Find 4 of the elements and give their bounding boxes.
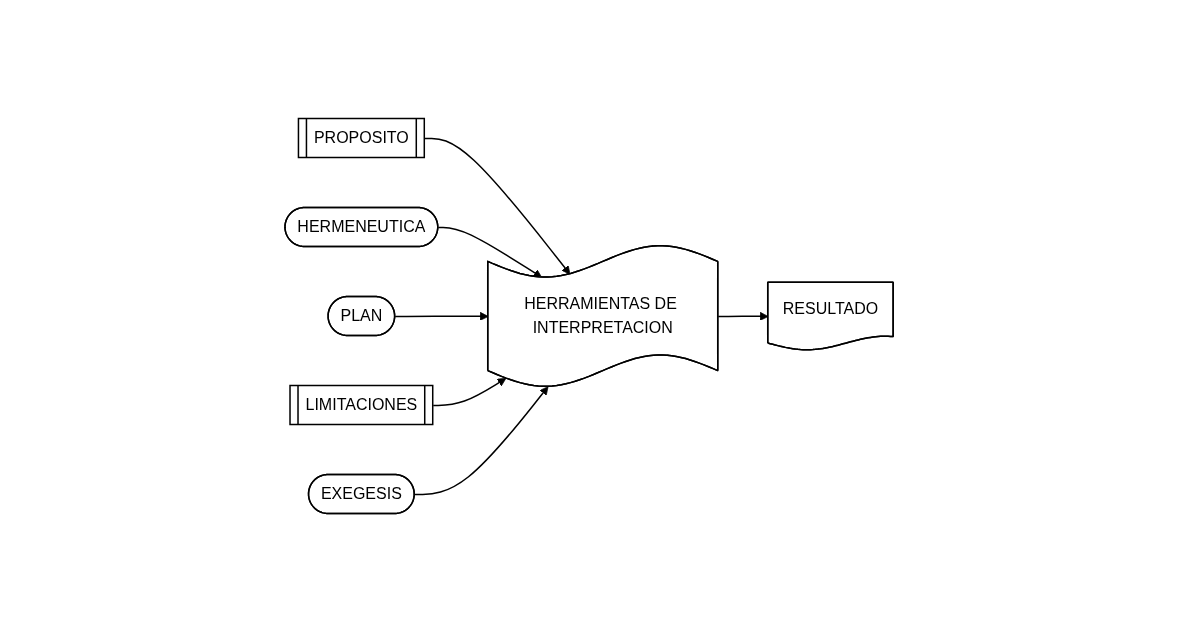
arrow bbox=[717, 311, 769, 321]
arrow bbox=[432, 377, 507, 407]
arrow bbox=[423, 137, 571, 275]
arrow bbox=[394, 311, 489, 321]
